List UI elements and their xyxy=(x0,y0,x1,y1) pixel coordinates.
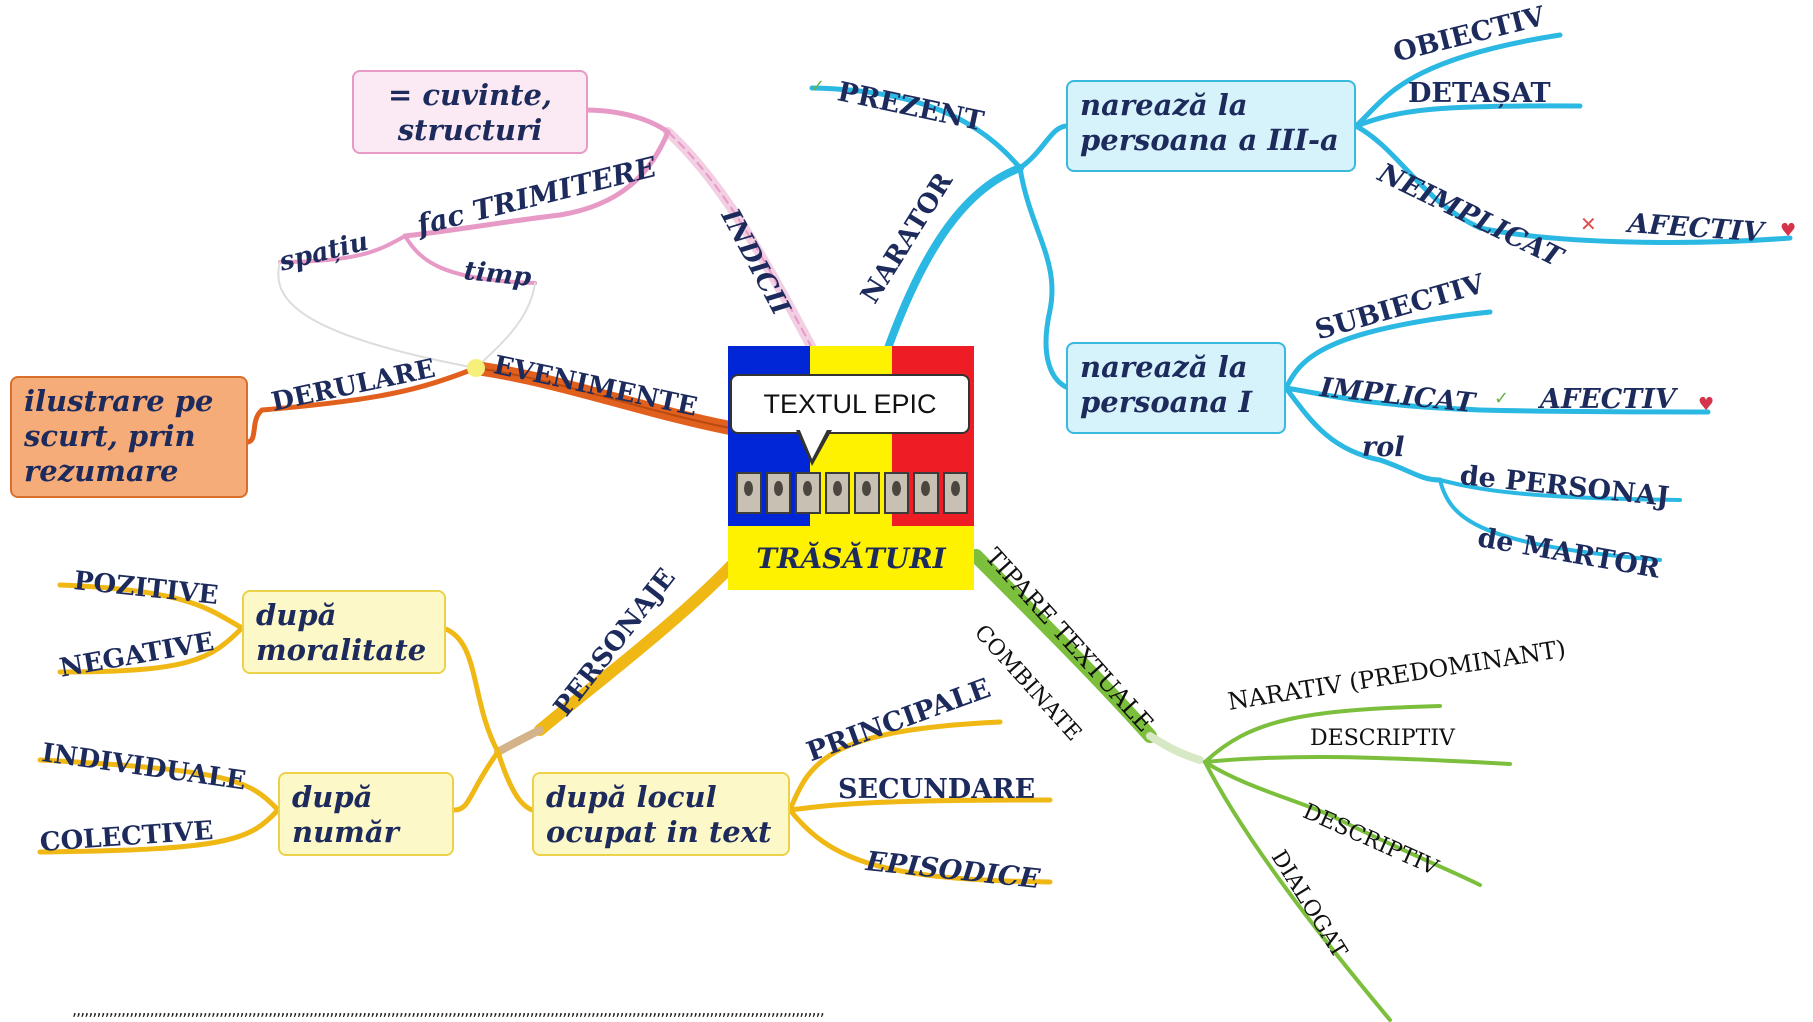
indicii-to-trimitere-line xyxy=(402,129,671,239)
heart-icon: ♥ xyxy=(1780,220,1797,241)
evenimente-main-line-edge xyxy=(475,367,731,429)
personaje-pencil-tip xyxy=(494,726,544,756)
portrait-image xyxy=(765,472,791,514)
textul-epic-callout: TEXTUL EPIC xyxy=(730,374,970,434)
secundare-line xyxy=(787,797,1053,813)
evenimente-joint xyxy=(467,359,485,377)
derulare-line xyxy=(245,365,479,445)
moralitate-line-1: după xyxy=(256,598,337,632)
trasaturi-title: TRĂSĂTURI xyxy=(728,526,974,590)
descriptiv-label-1: DESCRIPTIV xyxy=(1310,726,1455,751)
numar-line-1: după xyxy=(292,780,373,814)
tipare-connector-knot xyxy=(1146,732,1204,764)
timp-evenimente-link xyxy=(475,282,536,369)
implicat-line xyxy=(1283,385,1711,415)
descriptiv-line-2 xyxy=(1203,760,1482,887)
numar-box: după număr xyxy=(278,772,454,856)
portrait-image xyxy=(913,472,939,514)
colective-line xyxy=(37,807,281,855)
afectiv-label-i: AFECTIV xyxy=(1540,384,1676,415)
heart-icon: ♥ xyxy=(1698,394,1715,415)
portrait-image xyxy=(824,472,850,514)
moralitate-box: după moralitate xyxy=(242,590,446,674)
persoana-i-line xyxy=(1017,165,1071,391)
persoana-i-box: narează la persoana I xyxy=(1066,342,1286,434)
neimplicat-line xyxy=(1353,123,1793,245)
portrait-image xyxy=(736,472,762,514)
persoana-iii-box: narează la persoana a III-a xyxy=(1066,80,1356,172)
episodice-line xyxy=(787,807,1053,885)
subiectiv-line xyxy=(1283,309,1493,391)
negative-line xyxy=(57,625,245,675)
rol-line xyxy=(1283,385,1443,483)
footer-dots: ,,,,,,,,,,,,,,,,,,,,,,,,,,,,,,,,,,,,,,,,… xyxy=(72,1000,825,1019)
ilustrare-line-1: ilustrare pe xyxy=(24,384,214,418)
evenimente-connectors xyxy=(245,359,737,445)
moralitate-line xyxy=(440,625,501,755)
obiectiv-line xyxy=(1353,32,1563,129)
ilustrare-box: ilustrare pe scurt, prin rezumare xyxy=(10,376,248,498)
check-icon: ✓ xyxy=(810,76,826,97)
detasat-line xyxy=(1353,103,1583,129)
pozitive-line xyxy=(57,582,245,631)
ilustrare-line-3: rezumare xyxy=(24,453,179,488)
principale-line xyxy=(787,719,1003,813)
ilustrare-line-2: scurt, prin xyxy=(24,418,196,453)
portrait-image xyxy=(854,472,880,514)
persoana-i-line-1: narează la xyxy=(1080,350,1248,384)
indicii-main-line-dash xyxy=(667,131,813,349)
dialogat-line xyxy=(1203,760,1392,1022)
tipare-connectors xyxy=(969,549,1512,1022)
indicii-connectors xyxy=(277,107,817,369)
personaje-connectors xyxy=(37,556,1053,885)
locul-line-1: după locul xyxy=(546,780,717,814)
descriptiv-line-1 xyxy=(1203,754,1512,766)
personaje-main-line xyxy=(534,556,741,736)
de-martor-line xyxy=(1438,478,1662,562)
spatiu-evenimente-link xyxy=(277,261,477,369)
persoana-iii-line-2: persoana a III-a xyxy=(1080,122,1339,157)
check-icon: ✓ xyxy=(1494,388,1510,409)
individuale-line xyxy=(37,757,281,813)
tipare-main-line xyxy=(969,549,1157,743)
persoana-iii-line xyxy=(1017,123,1069,171)
numar-line-2: număr xyxy=(292,814,399,849)
locul-ocupat-box: după locul ocupat in text xyxy=(532,772,790,856)
de-personaj-line xyxy=(1438,478,1682,502)
portrait-image xyxy=(883,472,909,514)
timp-label: timp xyxy=(462,256,533,293)
narator-main-line xyxy=(884,164,1024,352)
cross-icon: ✕ xyxy=(1580,212,1597,236)
detasat-label: DETAȘAT xyxy=(1408,78,1551,109)
spatiu-line xyxy=(278,234,407,264)
numar-line xyxy=(452,749,501,813)
callout-tail-inner xyxy=(799,428,828,459)
cuvinte-structuri-box: = cuvinte, structuri xyxy=(352,70,588,154)
portrait-image xyxy=(795,472,821,514)
narator-connectors xyxy=(809,32,1793,562)
prezent-line xyxy=(809,85,1023,171)
secundare-label: SECUNDARE xyxy=(838,774,1036,805)
narativ-line xyxy=(1203,704,1442,764)
author-portraits xyxy=(736,472,968,514)
indicii-to-box-line xyxy=(583,107,671,135)
persoana-i-line-2: persoana I xyxy=(1080,384,1253,419)
moralitate-line-2: moralitate xyxy=(256,632,427,667)
rol-label: rol xyxy=(1362,432,1405,463)
structuri-line: structuri xyxy=(397,112,543,147)
locul-line-2: ocupat in text xyxy=(546,814,772,849)
timp-line xyxy=(403,234,537,285)
cuvinte-line: = cuvinte, xyxy=(387,78,553,112)
loc-line xyxy=(495,749,535,813)
persoana-iii-line-1: narează la xyxy=(1080,88,1248,122)
portrait-image xyxy=(942,472,968,514)
